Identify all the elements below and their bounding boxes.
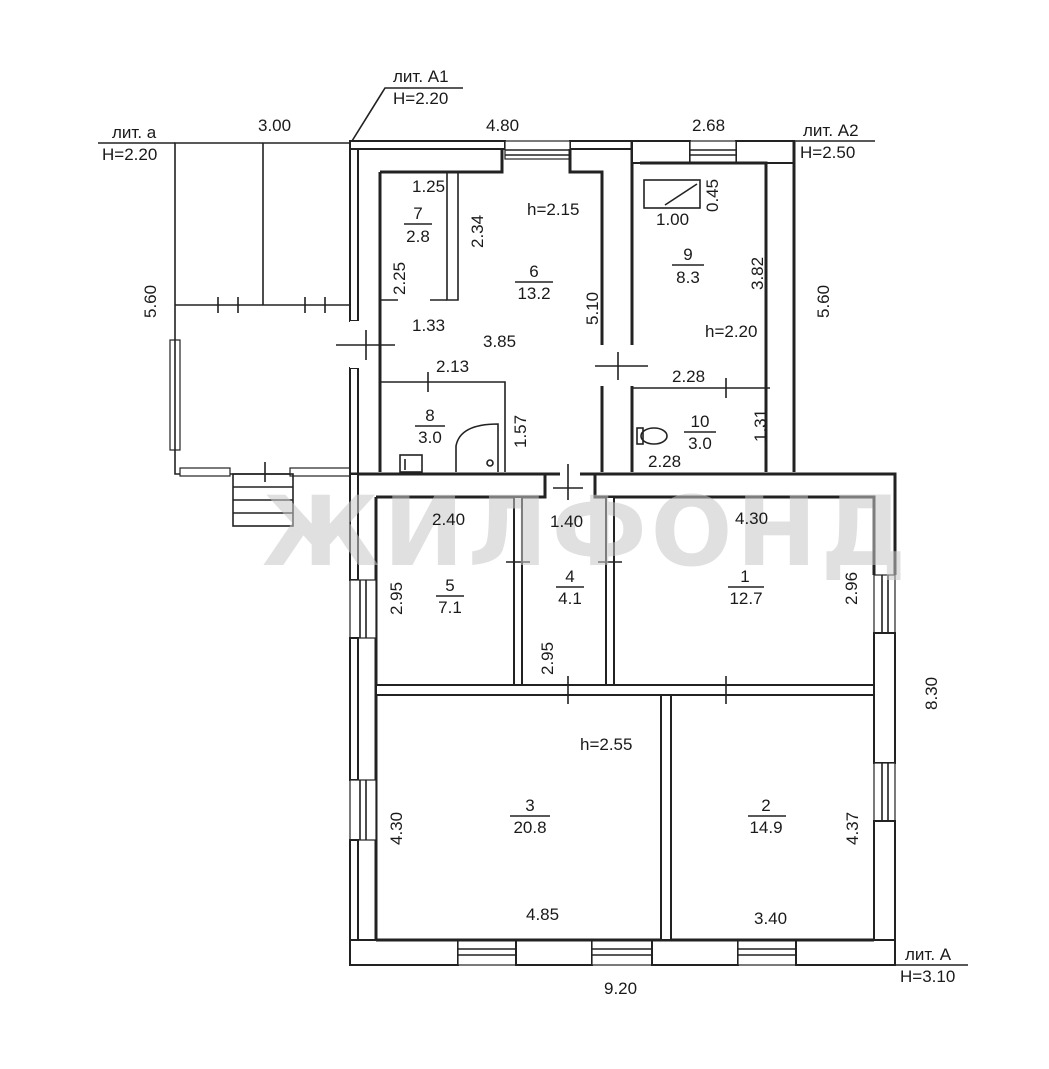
dim-9-20: 9.20 [604, 979, 637, 998]
svg-text:2: 2 [761, 796, 770, 815]
dim-4-80: 4.80 [486, 116, 519, 135]
room-label-10: 10 3.0 [684, 412, 716, 453]
bathroom-walls [380, 372, 506, 473]
svg-text:7: 7 [413, 204, 422, 223]
svg-text:3.0: 3.0 [688, 434, 712, 453]
room-label-4: 4 4.1 [556, 567, 584, 608]
room-labels: 1 12.7 2 14.9 3 20.8 4 4.1 5 7.1 6 13.2 [404, 204, 786, 837]
dim-2-96: 2.96 [842, 572, 861, 605]
dim-0-45: 0.45 [703, 179, 722, 212]
dim-2-34: 2.34 [468, 215, 487, 248]
dim-1-25: 1.25 [412, 177, 445, 196]
dim-1-57: 1.57 [511, 415, 530, 448]
ceiling-heights: h=2.15 h=2.20 h=2.55 [527, 200, 757, 754]
dim-5-60-right: 5.60 [814, 285, 833, 318]
dim-5-60-left: 5.60 [141, 285, 160, 318]
svg-text:2.8: 2.8 [406, 227, 430, 246]
dim-4-37: 4.37 [843, 812, 862, 845]
room-label-7: 7 2.8 [404, 204, 432, 246]
lit-a-small-height: H=2.20 [102, 145, 157, 164]
svg-text:5: 5 [445, 576, 454, 595]
lit-a-walls [349, 464, 897, 966]
dim-1-00: 1.00 [656, 210, 689, 229]
svg-text:12.7: 12.7 [729, 589, 762, 608]
room-label-9: 9 8.3 [672, 245, 704, 287]
room-label-6: 6 13.2 [515, 262, 553, 303]
svg-text:8.3: 8.3 [676, 268, 700, 287]
pantry-walls [380, 172, 459, 301]
lit-a2-walls [631, 140, 796, 472]
svg-text:20.8: 20.8 [513, 818, 546, 837]
dim-1-40: 1.40 [550, 512, 583, 531]
dim-3-40: 3.40 [754, 909, 787, 928]
dim-2-95-left: 2.95 [387, 582, 406, 615]
svg-text:8: 8 [425, 406, 434, 425]
room-label-1: 1 12.7 [728, 567, 764, 608]
room-label-3: 3 20.8 [510, 796, 550, 837]
dim-2-25: 2.25 [390, 262, 409, 295]
svg-text:3: 3 [525, 796, 534, 815]
svg-text:4: 4 [565, 567, 574, 586]
dim-2-28-bottom: 2.28 [648, 452, 681, 471]
dim-5-10: 5.10 [583, 292, 602, 325]
watermark: ЖИЛФОНД [262, 476, 910, 588]
height-main: h=2.55 [580, 735, 632, 754]
svg-text:7.1: 7.1 [438, 598, 462, 617]
height-room-6: h=2.15 [527, 200, 579, 219]
svg-text:3.0: 3.0 [418, 428, 442, 447]
dimensions-horizontal: 3.00 4.80 2.68 1.25 1.33 3.85 1.00 2.13 … [258, 116, 787, 998]
dim-2-95-mid: 2.95 [538, 642, 557, 675]
lit-labels: лит. а H=2.20 лит. А1 H=2.20 лит. А2 H=2… [102, 67, 955, 986]
lit-a-small-name: лит. а [112, 123, 157, 142]
lit-a2-name: лит. А2 [803, 121, 859, 140]
dim-3-00: 3.00 [258, 116, 291, 135]
lit-a2-height: H=2.50 [800, 143, 855, 162]
veranda [169, 142, 352, 527]
svg-text:9: 9 [683, 245, 692, 264]
dim-8-30: 8.30 [922, 677, 941, 710]
lit-leaders [98, 87, 968, 966]
dim-4-85: 4.85 [526, 905, 559, 924]
lit-a1-height: H=2.20 [393, 89, 448, 108]
dim-3-85: 3.85 [483, 332, 516, 351]
svg-text:4.1: 4.1 [558, 589, 582, 608]
svg-text:14.9: 14.9 [749, 818, 782, 837]
svg-text:6: 6 [529, 262, 538, 281]
dimensions-vertical: 5.60 5.60 2.34 2.25 5.10 0.45 3.82 1.57 … [141, 179, 941, 845]
room-label-5: 5 7.1 [436, 576, 464, 617]
dim-4-30-left: 4.30 [387, 812, 406, 845]
dim-3-82: 3.82 [748, 257, 767, 290]
room-label-8: 8 3.0 [415, 406, 445, 447]
svg-text:10: 10 [691, 412, 710, 431]
room-label-2: 2 14.9 [748, 796, 786, 837]
dim-2-40: 2.40 [432, 510, 465, 529]
dim-1-33: 1.33 [412, 316, 445, 335]
lit-a1-walls [336, 140, 648, 475]
svg-text:13.2: 13.2 [517, 284, 550, 303]
lit-a1-name: лит. А1 [393, 67, 449, 86]
lit-a-main-name: лит. А [905, 945, 952, 964]
dim-1-31: 1.31 [751, 409, 770, 442]
dim-2-68: 2.68 [692, 116, 725, 135]
dim-2-28-top: 2.28 [672, 367, 705, 386]
dim-4-30-top: 4.30 [735, 509, 768, 528]
lit-a-main-height: H=3.10 [900, 967, 955, 986]
dim-2-13: 2.13 [436, 357, 469, 376]
height-room-9: h=2.20 [705, 322, 757, 341]
svg-text:1: 1 [740, 567, 749, 586]
